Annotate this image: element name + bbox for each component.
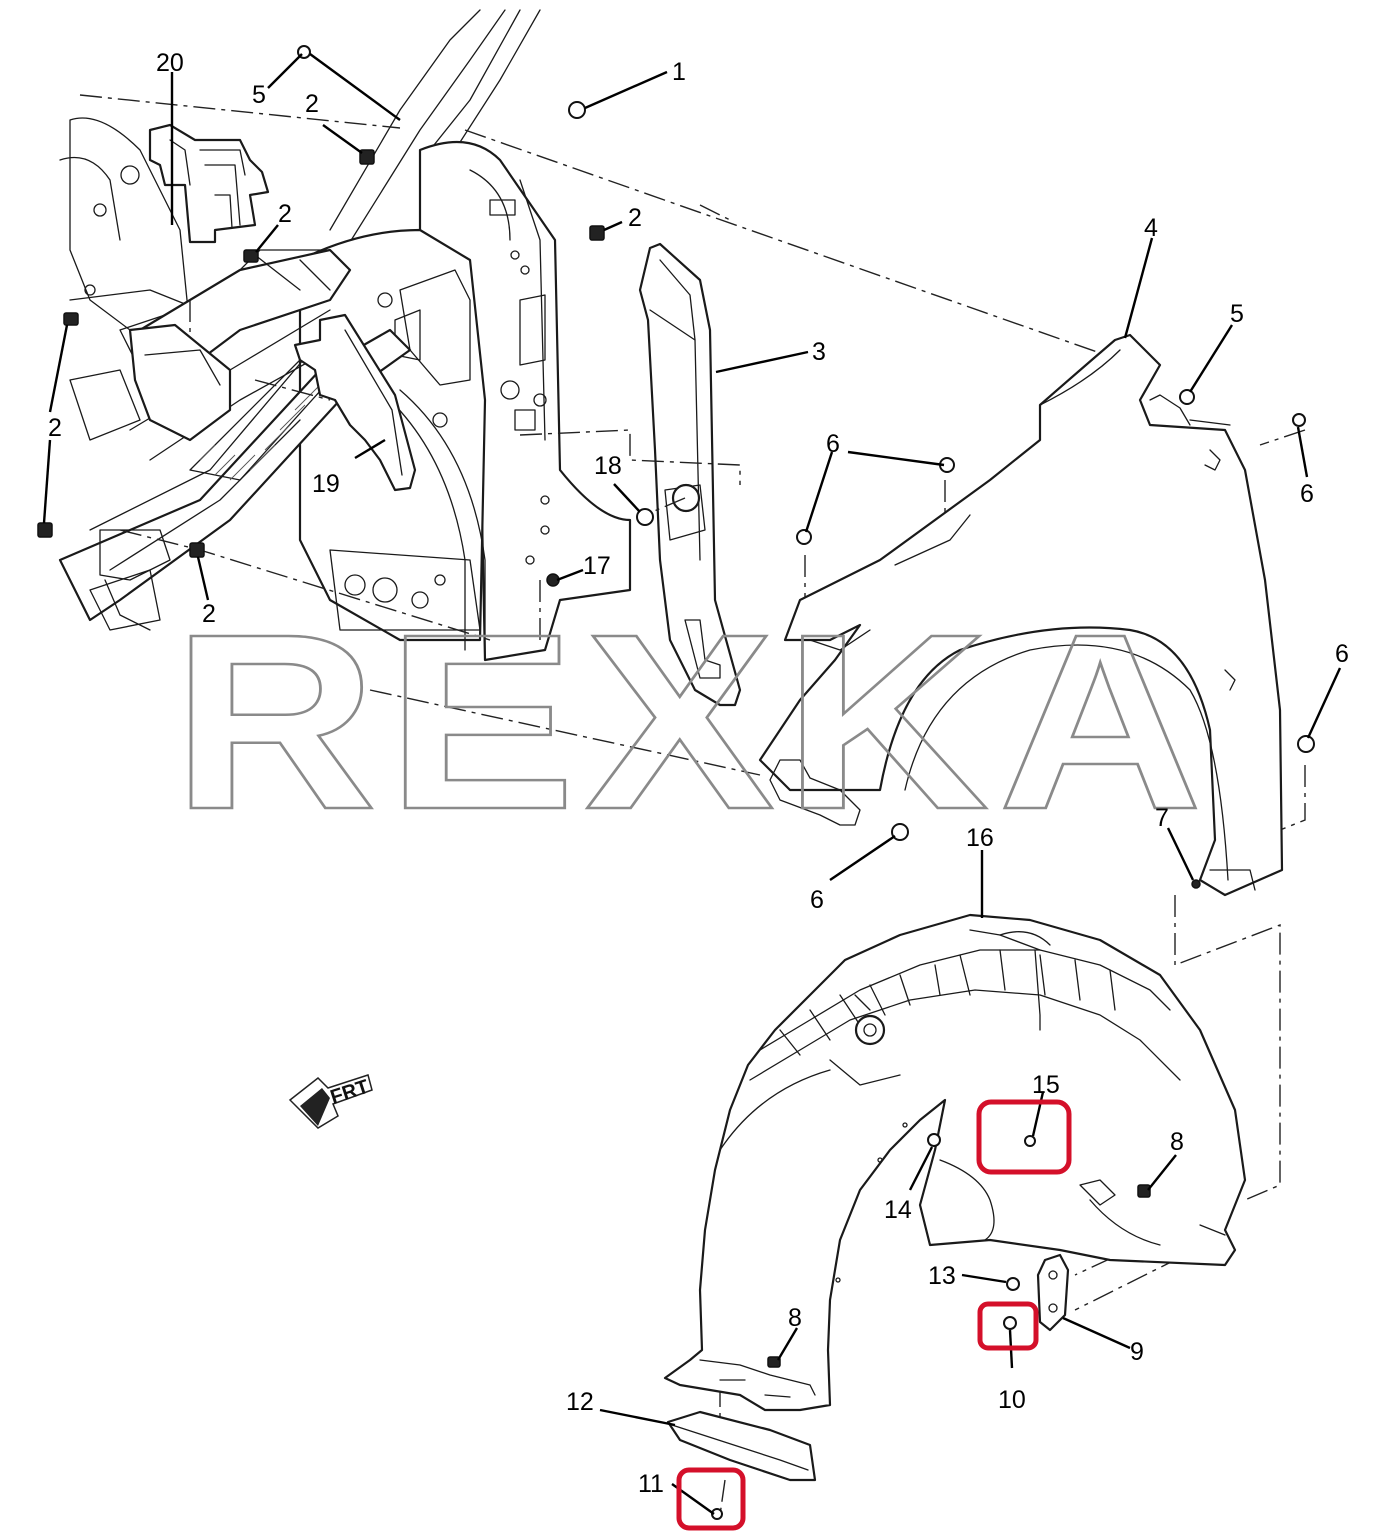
nut-2-a [359, 149, 375, 165]
callout-1: 1 [672, 58, 686, 86]
callout-6-top: 6 [826, 430, 840, 458]
callout-10: 10 [998, 1386, 1026, 1414]
part-19-insulator [293, 313, 417, 492]
callout-6-wheel: 6 [1335, 640, 1349, 668]
screw-15 [1024, 1135, 1036, 1147]
callout-5-upper: 5 [252, 81, 266, 109]
frt-label: FRT [328, 1076, 372, 1109]
callout-2-lower: 2 [202, 600, 216, 628]
callout-11: 11 [638, 1470, 664, 1498]
clip-8-lower [767, 1356, 781, 1368]
highlight-part-15 [976, 1099, 1072, 1175]
plug-1 [568, 101, 586, 119]
front-direction-arrow: FRT [288, 1074, 373, 1129]
part-4-fender [758, 333, 1284, 897]
callout-20: 20 [156, 49, 184, 77]
part-12-deflector [666, 1410, 817, 1482]
callout-16: 16 [966, 824, 994, 852]
part-9-bracket [1036, 1253, 1070, 1332]
callout-5-fender: 5 [1230, 300, 1244, 328]
clip-8-right [1137, 1184, 1151, 1198]
nut-5-fender [1179, 389, 1195, 405]
callout-13: 13 [928, 1262, 956, 1290]
nut-2-b [589, 225, 605, 241]
callout-8-lower: 8 [788, 1304, 802, 1332]
callout-6-bottom: 6 [810, 886, 824, 914]
screw-13 [1006, 1277, 1020, 1291]
callout-6-right: 6 [1300, 480, 1314, 508]
part-20-bracket [148, 123, 270, 244]
part-3-insulator [638, 242, 742, 707]
callout-2-upper: 2 [305, 90, 319, 118]
callout-12: 12 [566, 1388, 594, 1416]
part-16-liner [663, 913, 1247, 1412]
nut-2-e [37, 522, 53, 538]
callout-15: 15 [1032, 1071, 1060, 1099]
clip-7 [1191, 879, 1201, 889]
callout-8-right: 8 [1170, 1128, 1184, 1156]
nut-2-c [243, 249, 259, 263]
leader-lines [42, 53, 1342, 1515]
nut-2-d [63, 312, 79, 326]
callout-labels: 20 5 2 1 2 2 4 5 3 2 6 18 19 6 17 2 6 7 … [48, 49, 1349, 1498]
nut-2-f [189, 542, 205, 558]
nut-18 [636, 508, 654, 526]
callout-4: 4 [1144, 214, 1158, 242]
callout-3: 3 [812, 338, 826, 366]
callout-7: 7 [1155, 804, 1169, 832]
bolt-6-right [1292, 413, 1306, 427]
highlight-part-11 [676, 1467, 746, 1531]
highlight-boxes [676, 1099, 1072, 1531]
callout-17: 17 [583, 552, 611, 580]
bolt-6-bottom [891, 823, 909, 841]
highlight-part-10 [977, 1301, 1039, 1351]
callout-19: 19 [312, 470, 340, 498]
screw-14 [927, 1133, 941, 1147]
callout-9: 9 [1130, 1338, 1144, 1366]
screw-10 [1003, 1316, 1017, 1330]
watermark: REXKA [172, 582, 1212, 861]
fasteners [37, 45, 1315, 1520]
callout-2-mid: 2 [278, 200, 292, 228]
callout-2-left: 2 [48, 414, 62, 442]
callout-2-pillar: 2 [628, 204, 642, 232]
bolt-6-left [796, 529, 812, 545]
callout-18: 18 [594, 452, 622, 480]
callout-14: 14 [884, 1196, 912, 1224]
bolt-6-wheel [1297, 735, 1315, 753]
